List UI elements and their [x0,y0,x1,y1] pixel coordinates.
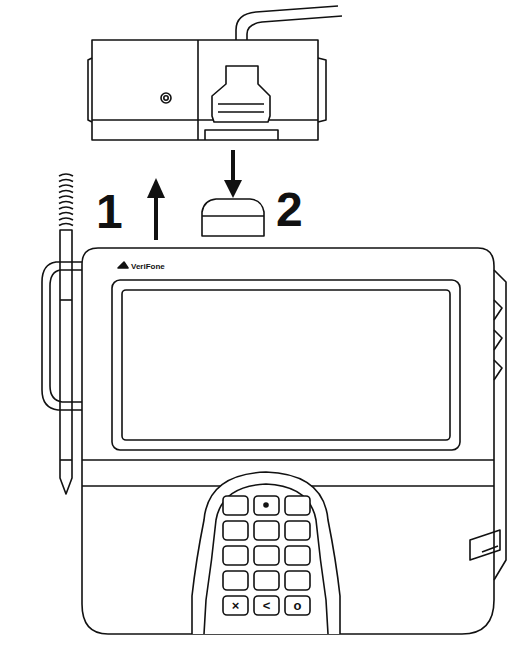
key-dot [264,503,268,507]
coil-turn [59,213,73,215]
screen [122,290,450,440]
cover-edge [318,58,326,122]
terminal-body [82,248,494,634]
coil-turn [59,202,73,204]
arrow-down [231,150,235,182]
key [223,521,248,540]
side-port [494,300,502,380]
keypad-shroud [192,472,340,634]
key [254,571,279,590]
coil-turn [59,224,73,226]
cover-screw [161,93,171,103]
coil-turn [59,185,73,187]
cable-connector [202,215,264,217]
coil-turn [59,196,73,198]
stylus-tether [59,174,73,226]
card-reader [470,530,500,560]
arrow-down [224,180,242,198]
logo-mark [118,262,128,268]
key [285,496,310,515]
stylus [60,459,72,461]
callout-number: 2 [276,186,303,234]
key [223,571,248,590]
keypad [223,496,310,615]
connector-housing [212,66,270,122]
key [254,521,279,540]
stylus [60,299,72,301]
stylus-holder [42,262,82,410]
connector-housing [218,104,264,112]
key [223,496,248,515]
cover-edge [92,119,318,121]
key [254,596,279,615]
cable-connector [202,199,264,236]
stylus-holder [50,270,82,402]
key [254,546,279,565]
cover-edge [205,130,278,140]
arrow-up [147,178,165,198]
screen-bezel [112,280,460,450]
coil-turn [59,174,73,176]
cover-screw [164,96,168,100]
key [285,521,310,540]
coil-turn [59,191,73,193]
key [223,546,248,565]
key [285,571,310,590]
cover-edge [197,40,199,140]
coil-turn [59,207,73,209]
coil-turn [59,180,73,182]
coil-turn [59,218,73,220]
key-symbol: × [232,599,240,612]
key [223,596,248,615]
connector-cover [92,40,318,140]
cover-edge [88,58,92,122]
key [285,596,310,615]
key [285,546,310,565]
brand-logo: VeriFone [131,263,165,271]
panel-line [82,459,494,461]
key-symbol: < [263,599,271,612]
callout-number: 1 [96,188,123,236]
key-symbol: o [294,599,302,612]
arrow-up [154,196,158,240]
key [254,496,279,515]
keypad-shroud [204,484,328,634]
